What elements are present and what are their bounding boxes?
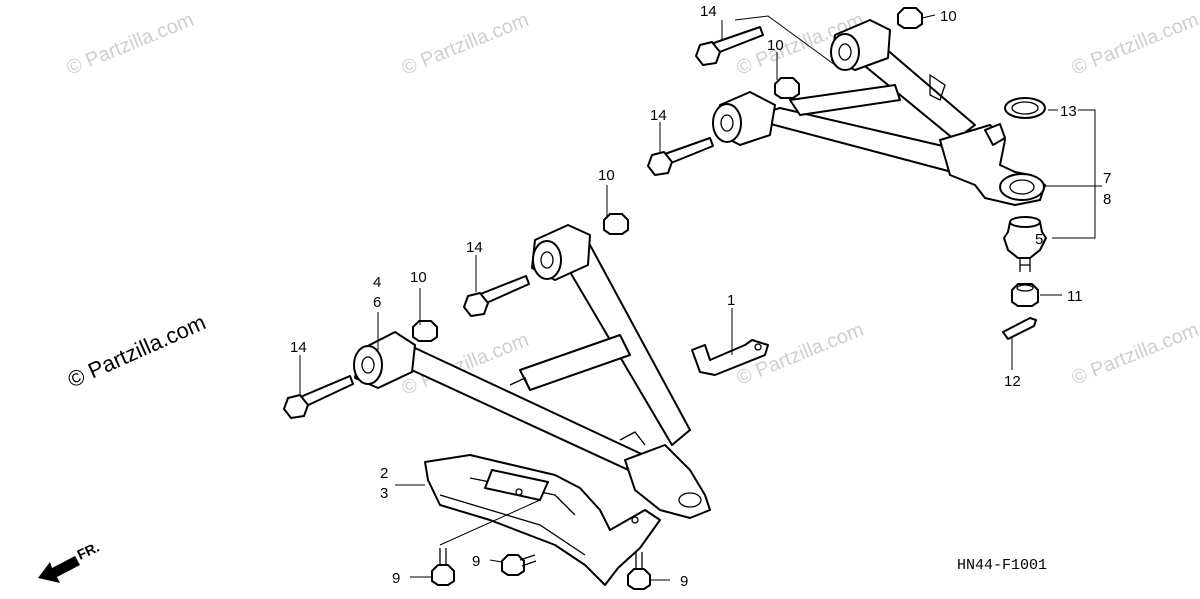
watermark: © Partzilla.com: [1069, 9, 1200, 80]
front-label: FR.: [75, 539, 102, 563]
watermark: © Partzilla.com: [399, 9, 532, 80]
callout-11: 11: [1067, 288, 1083, 305]
bolt: [283, 375, 354, 419]
callout-14: 14: [290, 339, 307, 356]
bolt: [463, 275, 530, 317]
diagram-code: HN44-F1001: [957, 557, 1047, 574]
callout-14: 14: [466, 239, 483, 256]
callout-7: 7: [1103, 170, 1111, 187]
callout-13: 13: [1060, 103, 1077, 120]
callout-1: 1: [727, 292, 735, 309]
callout-6: 6: [373, 294, 381, 311]
callout-14: 14: [650, 107, 667, 124]
bolts-14: [283, 26, 764, 419]
bolt: [695, 26, 764, 66]
callouts: 1 2 3 4 6 5 7 8 9 9 9 10 10 10 10 11 12 …: [290, 3, 1111, 590]
bracket: [691, 339, 769, 376]
callout-9: 9: [680, 573, 688, 590]
callout-10: 10: [598, 167, 615, 184]
callout-10: 10: [940, 8, 957, 25]
callout-5: 5: [1035, 231, 1043, 248]
callout-8: 8: [1103, 191, 1111, 208]
callout-14: 14: [700, 3, 717, 20]
ball-joint-group: [1002, 97, 1047, 340]
watermark-main: © Partzilla.com: [64, 309, 210, 392]
callout-12: 12: [1004, 373, 1021, 390]
watermark: © Partzilla.com: [64, 9, 197, 80]
watermark: © Partzilla.com: [1069, 319, 1200, 390]
upper-arm: [712, 19, 1046, 206]
bolts-9: [431, 548, 651, 590]
skid-plate: [424, 454, 661, 586]
arrow-down-left-icon: [38, 556, 80, 583]
bolt: [647, 137, 714, 176]
callout-2: 2: [380, 465, 388, 482]
leader-lines: [299, 14, 1102, 581]
callout-10: 10: [410, 269, 427, 286]
callout-3: 3: [380, 485, 388, 502]
callout-4: 4: [373, 274, 381, 291]
callout-9: 9: [392, 570, 400, 587]
callout-10: 10: [767, 37, 784, 54]
nuts-10: [412, 7, 923, 342]
lower-arm: [353, 224, 711, 519]
callout-9: 9: [472, 553, 480, 570]
front-direction-marker: FR.: [38, 539, 102, 583]
